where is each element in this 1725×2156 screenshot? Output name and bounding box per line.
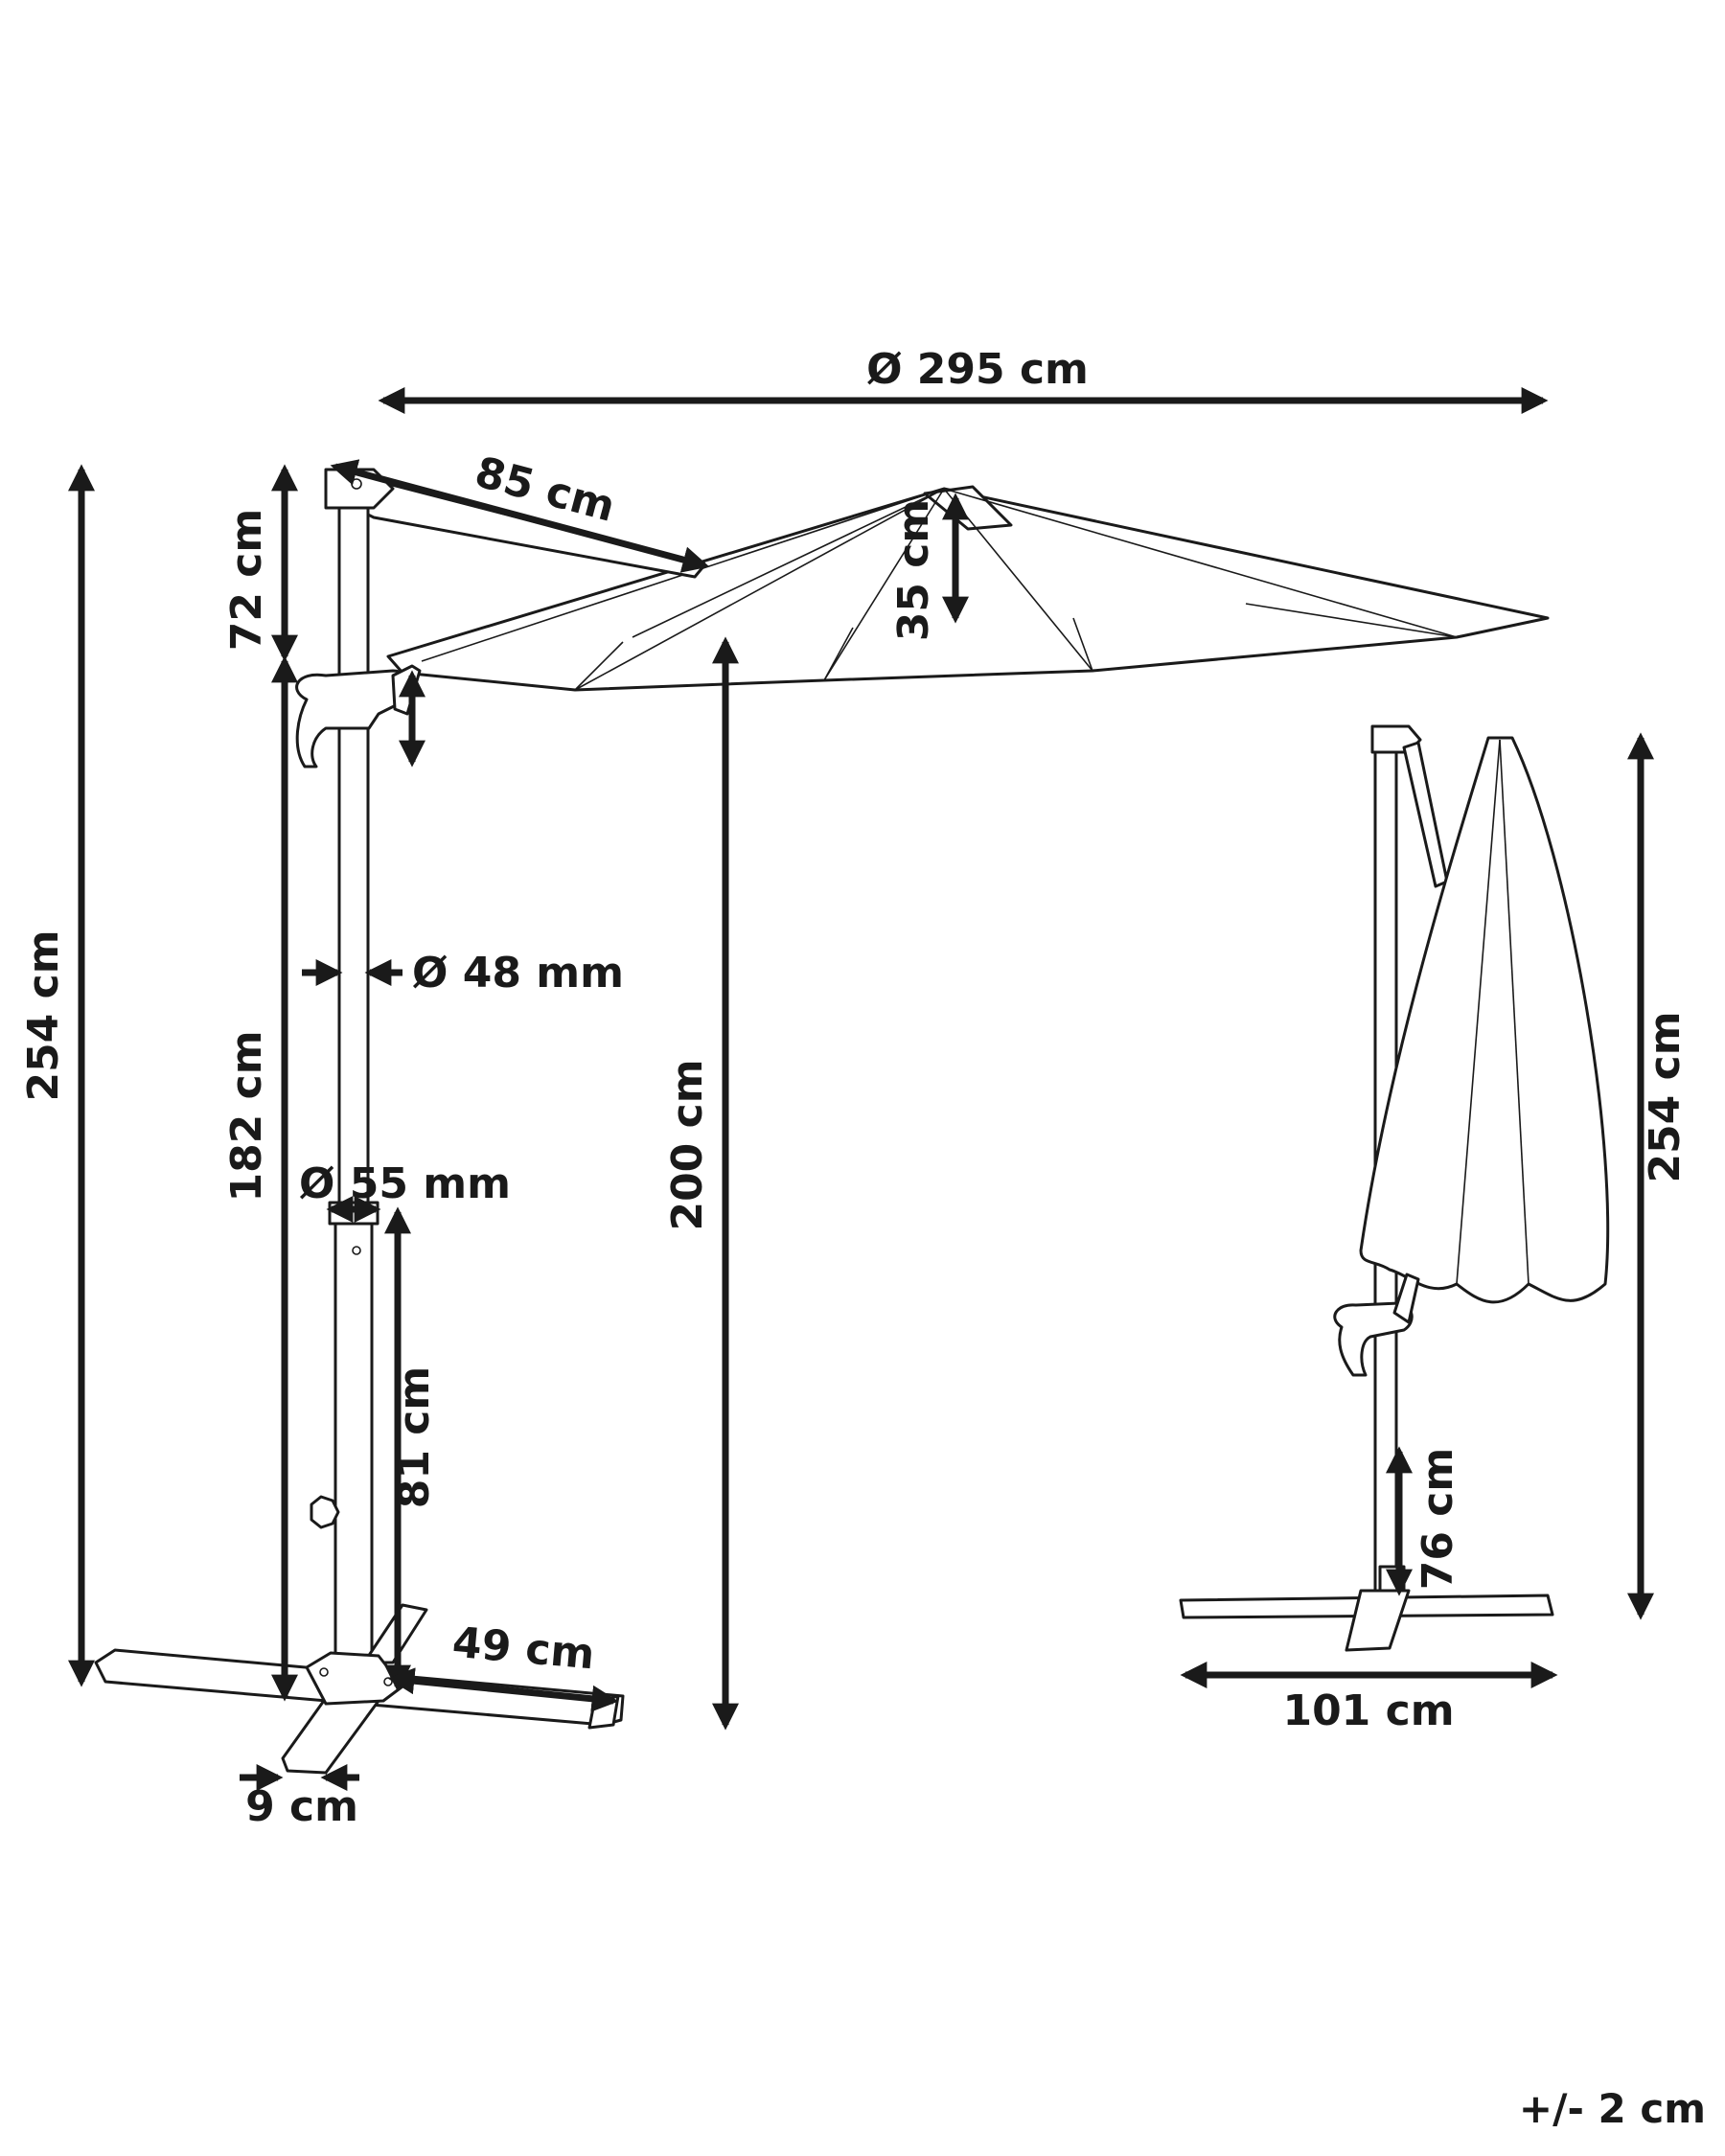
label-total-height-right: 254 cm [1641,1011,1690,1182]
label-lower-pole-height: 81 cm [390,1366,439,1508]
label-base-width: 101 cm [1282,1686,1454,1735]
label-canopy-height: 35 cm [889,499,938,641]
label-base-beam-width: 9 cm [245,1782,358,1831]
lower-pole [334,1215,374,1669]
label-pole-diameter-upper: Ø 48 mm [412,949,624,998]
closed-crank-handle [1333,1301,1414,1377]
label-pole-diameter-lower: Ø 55 mm [299,1159,511,1208]
label-clearance-height: 200 cm [663,1059,712,1230]
label-top-height: 72 cm [222,509,271,651]
closed-arm [1402,741,1449,888]
open-parasol-drawing [94,468,1550,1775]
arrow-arm-length [330,459,710,573]
label-base-height-right: 76 cm [1414,1448,1462,1590]
tilt-knob [310,1495,340,1529]
upper-pole [337,487,370,1219]
label-pole-height: 182 cm [222,1030,271,1202]
dimension-arrows [68,387,1654,1791]
closed-canopy [1359,736,1610,1304]
label-canopy-diameter: Ø 295 cm [866,345,1089,394]
crank-handle [295,669,412,768]
label-total-height-left: 254 cm [19,929,68,1101]
closed-parasol-drawing [1179,724,1610,1652]
arrow-base-arm-length [387,1667,619,1712]
label-tolerance: +/- 2 cm [1519,2085,1706,2132]
label-base-arm-length: 49 cm [450,1618,596,1680]
